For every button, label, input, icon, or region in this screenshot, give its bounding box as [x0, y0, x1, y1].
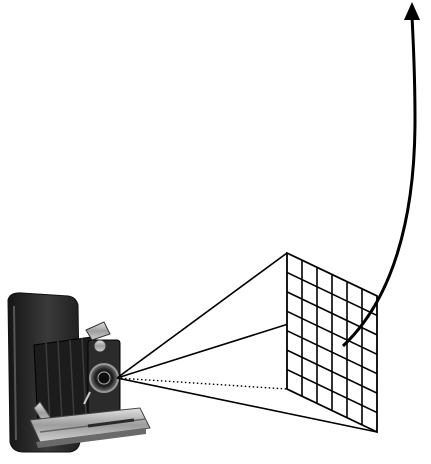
- ray-top-left: [116, 252, 288, 379]
- grid-line-horizontal: [286, 349, 378, 394]
- ray-bottom-left-hidden: [116, 377, 288, 390]
- image-plane-grid: [286, 251, 378, 434]
- folding-camera-icon: [7, 292, 151, 453]
- grid-line-horizontal: [286, 310, 378, 356]
- arrow-head: [404, 2, 420, 20]
- grid-line-horizontal: [286, 329, 378, 375]
- grid-line-horizontal: [286, 291, 378, 336]
- arrow-icon: [341, 2, 420, 348]
- grid-line-horizontal: [286, 271, 378, 317]
- ray-bottom-right: [116, 377, 378, 433]
- arrow-shaft: [341, 15, 417, 348]
- grid-line-horizontal: [286, 368, 378, 414]
